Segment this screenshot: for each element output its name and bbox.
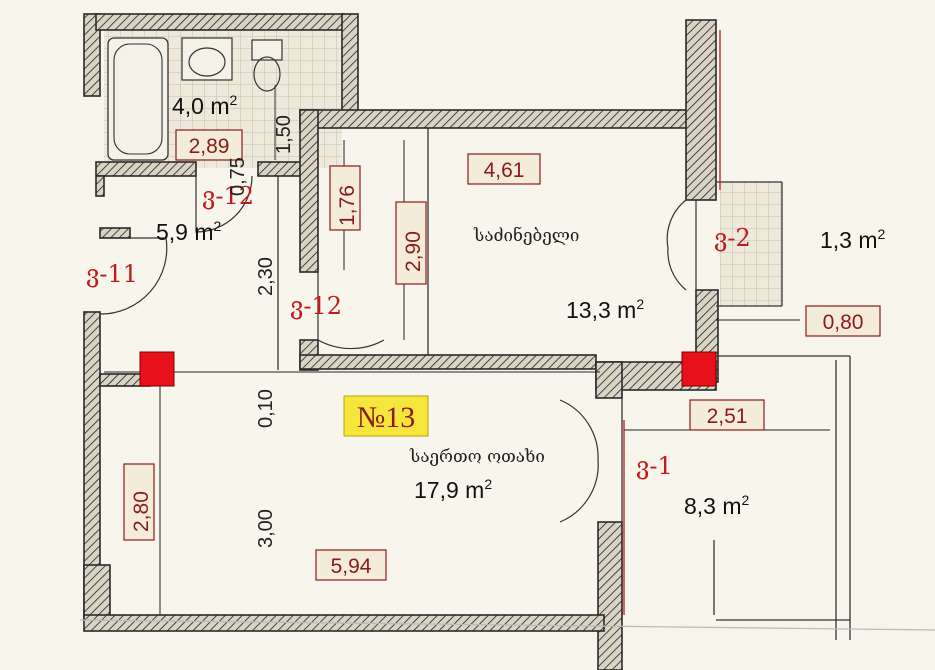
apartment-number: №13 [357, 401, 416, 434]
living-name: საერთო ოთახი [409, 447, 545, 467]
loggia-area: 8,3 m2 [684, 492, 750, 519]
wall-bath-bottom [95, 161, 197, 177]
dim-bath-height: 1,50 [273, 115, 295, 154]
dim-living-width: 5,94 [331, 555, 372, 578]
balcony-area: 1,3 m2 [820, 226, 886, 253]
door-label-balcony: ვ-2 [714, 224, 751, 252]
wall-hall-stub [99, 227, 131, 239]
wall-loggia-left-upper [595, 361, 623, 399]
wall-right-upper [685, 19, 717, 201]
wall-bedroom-bottom [299, 354, 597, 370]
dim-left-height: 2,80 [130, 491, 153, 532]
wall-bath-right [341, 13, 359, 125]
bathroom-area: 4,0 m2 [172, 92, 238, 119]
wall-left-bottom-stub [83, 564, 111, 619]
dim-bed-height-small: 1,76 [336, 185, 359, 226]
toilet [251, 39, 283, 61]
hall-area: 5,9 m2 [156, 218, 222, 245]
dim-bath-fixture: 0,75 [227, 157, 249, 196]
dim-bed-height: 2,90 [402, 231, 425, 272]
dim-living-height: 3,00 [255, 509, 277, 548]
column-marker-left [139, 351, 175, 387]
dim-balcony-width: 0,80 [823, 311, 864, 334]
bedroom-area: 13,3 m2 [566, 296, 644, 323]
column-marker-right [681, 351, 717, 387]
dim-bed-width: 4,61 [484, 159, 525, 182]
wall-loggia-left-lower [597, 521, 623, 670]
wall-bedroom-left [299, 109, 319, 273]
door-label-bedroom: ვ-12 [290, 292, 342, 320]
wall-bedroom-top [299, 109, 693, 129]
bathroom-fixtures [107, 37, 283, 161]
dim-loggia-width: 2,51 [707, 405, 748, 428]
balcony-tile-floor [720, 182, 782, 306]
dim-wall-thickness: 0,10 [255, 389, 277, 428]
door-label-bath: ვ-12 [202, 182, 254, 210]
living-area: 17,9 m2 [414, 476, 492, 503]
bathtub [107, 37, 169, 161]
dim-hall-height: 2,30 [255, 257, 277, 296]
wall-bath-bottom-2 [257, 161, 305, 177]
door-label-hall-entry: ვ-11 [86, 260, 138, 288]
door-swings [99, 175, 697, 523]
wall-bath-divider [95, 175, 105, 197]
wall-bath-top [95, 13, 345, 31]
thin-lines [79, 30, 935, 640]
wall-left-outer [83, 13, 101, 97]
bedroom-name: საძინებელი [473, 226, 579, 246]
sink [181, 37, 233, 81]
dim-bath-width: 2,89 [189, 135, 230, 158]
door-label-loggia: ვ-1 [636, 452, 673, 480]
apartment-number-badge [343, 395, 429, 437]
